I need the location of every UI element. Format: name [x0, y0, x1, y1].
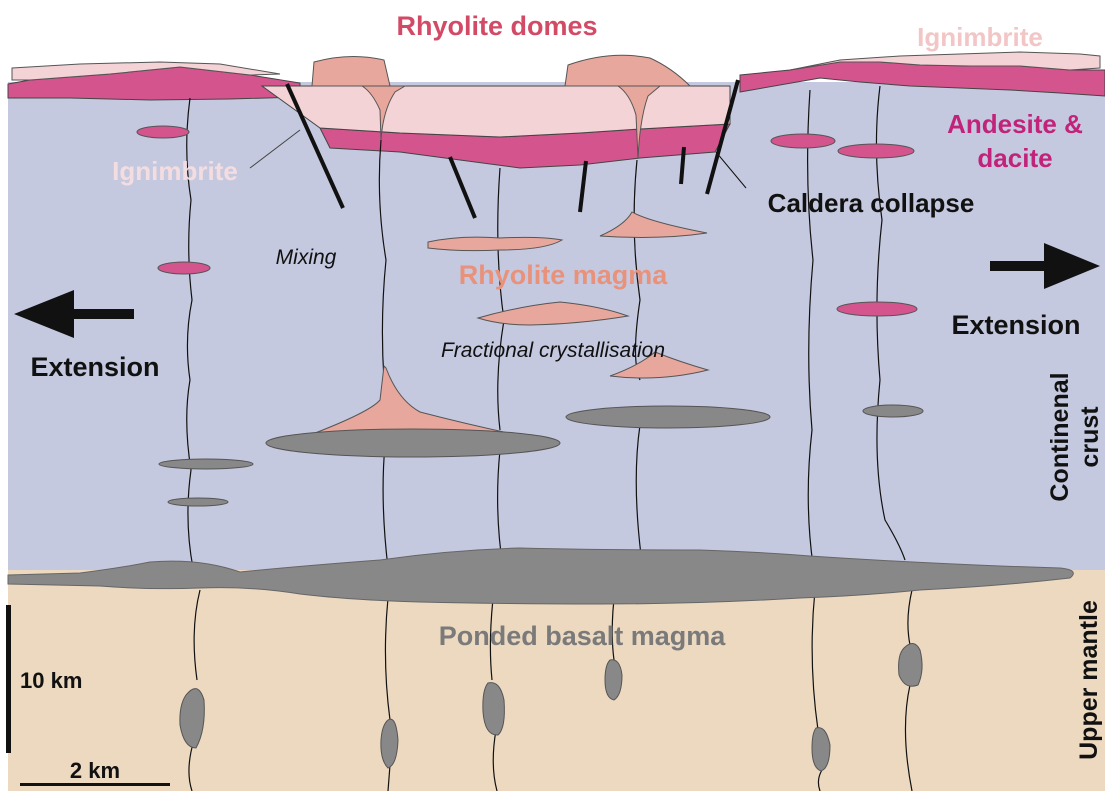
label-mixing: Mixing — [276, 246, 337, 269]
andesite-sill — [137, 126, 189, 138]
label-extension-right: Extension — [951, 310, 1080, 340]
label-andesite-line2: dacite — [977, 143, 1052, 173]
scale-bar-horizontal — [20, 783, 170, 786]
andesite-sill — [771, 134, 835, 148]
rhyolite-dome-left — [312, 56, 390, 86]
basalt-blob — [899, 643, 923, 686]
basalt-blob — [483, 683, 505, 735]
label-extension-left: Extension — [30, 352, 159, 382]
basalt-blob — [605, 660, 622, 700]
arrow-shaft — [990, 261, 1048, 271]
andesite-sill — [158, 262, 210, 274]
label-rhyolite-magma: Rhyolite magma — [459, 260, 669, 290]
basalt-sill — [266, 429, 560, 457]
arrow-shaft — [70, 309, 134, 319]
scale-bar-vertical — [6, 605, 11, 753]
label-continental-crust-line1: Continenal — [1046, 372, 1074, 501]
basalt-sill — [159, 459, 253, 469]
label-ponded-basalt: Ponded basalt magma — [439, 621, 727, 651]
label-continental-crust-line2: crust — [1076, 406, 1104, 468]
andesite-sill — [837, 302, 917, 316]
label-rhyolite-domes: Rhyolite domes — [396, 11, 597, 41]
label-ignimbrite-top: Ignimbrite — [917, 22, 1043, 52]
andesite-sill — [838, 144, 914, 158]
basalt-sill — [863, 405, 923, 417]
label-scale-horizontal: 2 km — [70, 758, 120, 783]
label-upper-mantle: Upper mantle — [1075, 600, 1103, 760]
label-ignimbrite-left: Ignimbrite — [112, 156, 238, 186]
label-caldera-collapse: Caldera collapse — [768, 188, 975, 218]
rhyolite-dome-right — [565, 55, 690, 86]
basalt-sill — [566, 406, 770, 428]
basalt-sill — [168, 498, 228, 506]
label-andesite-line1: Andesite & — [947, 109, 1083, 139]
label-fractional-crystallisation: Fractional crystallisation — [441, 339, 665, 362]
label-scale-vertical: 10 km — [20, 668, 82, 693]
